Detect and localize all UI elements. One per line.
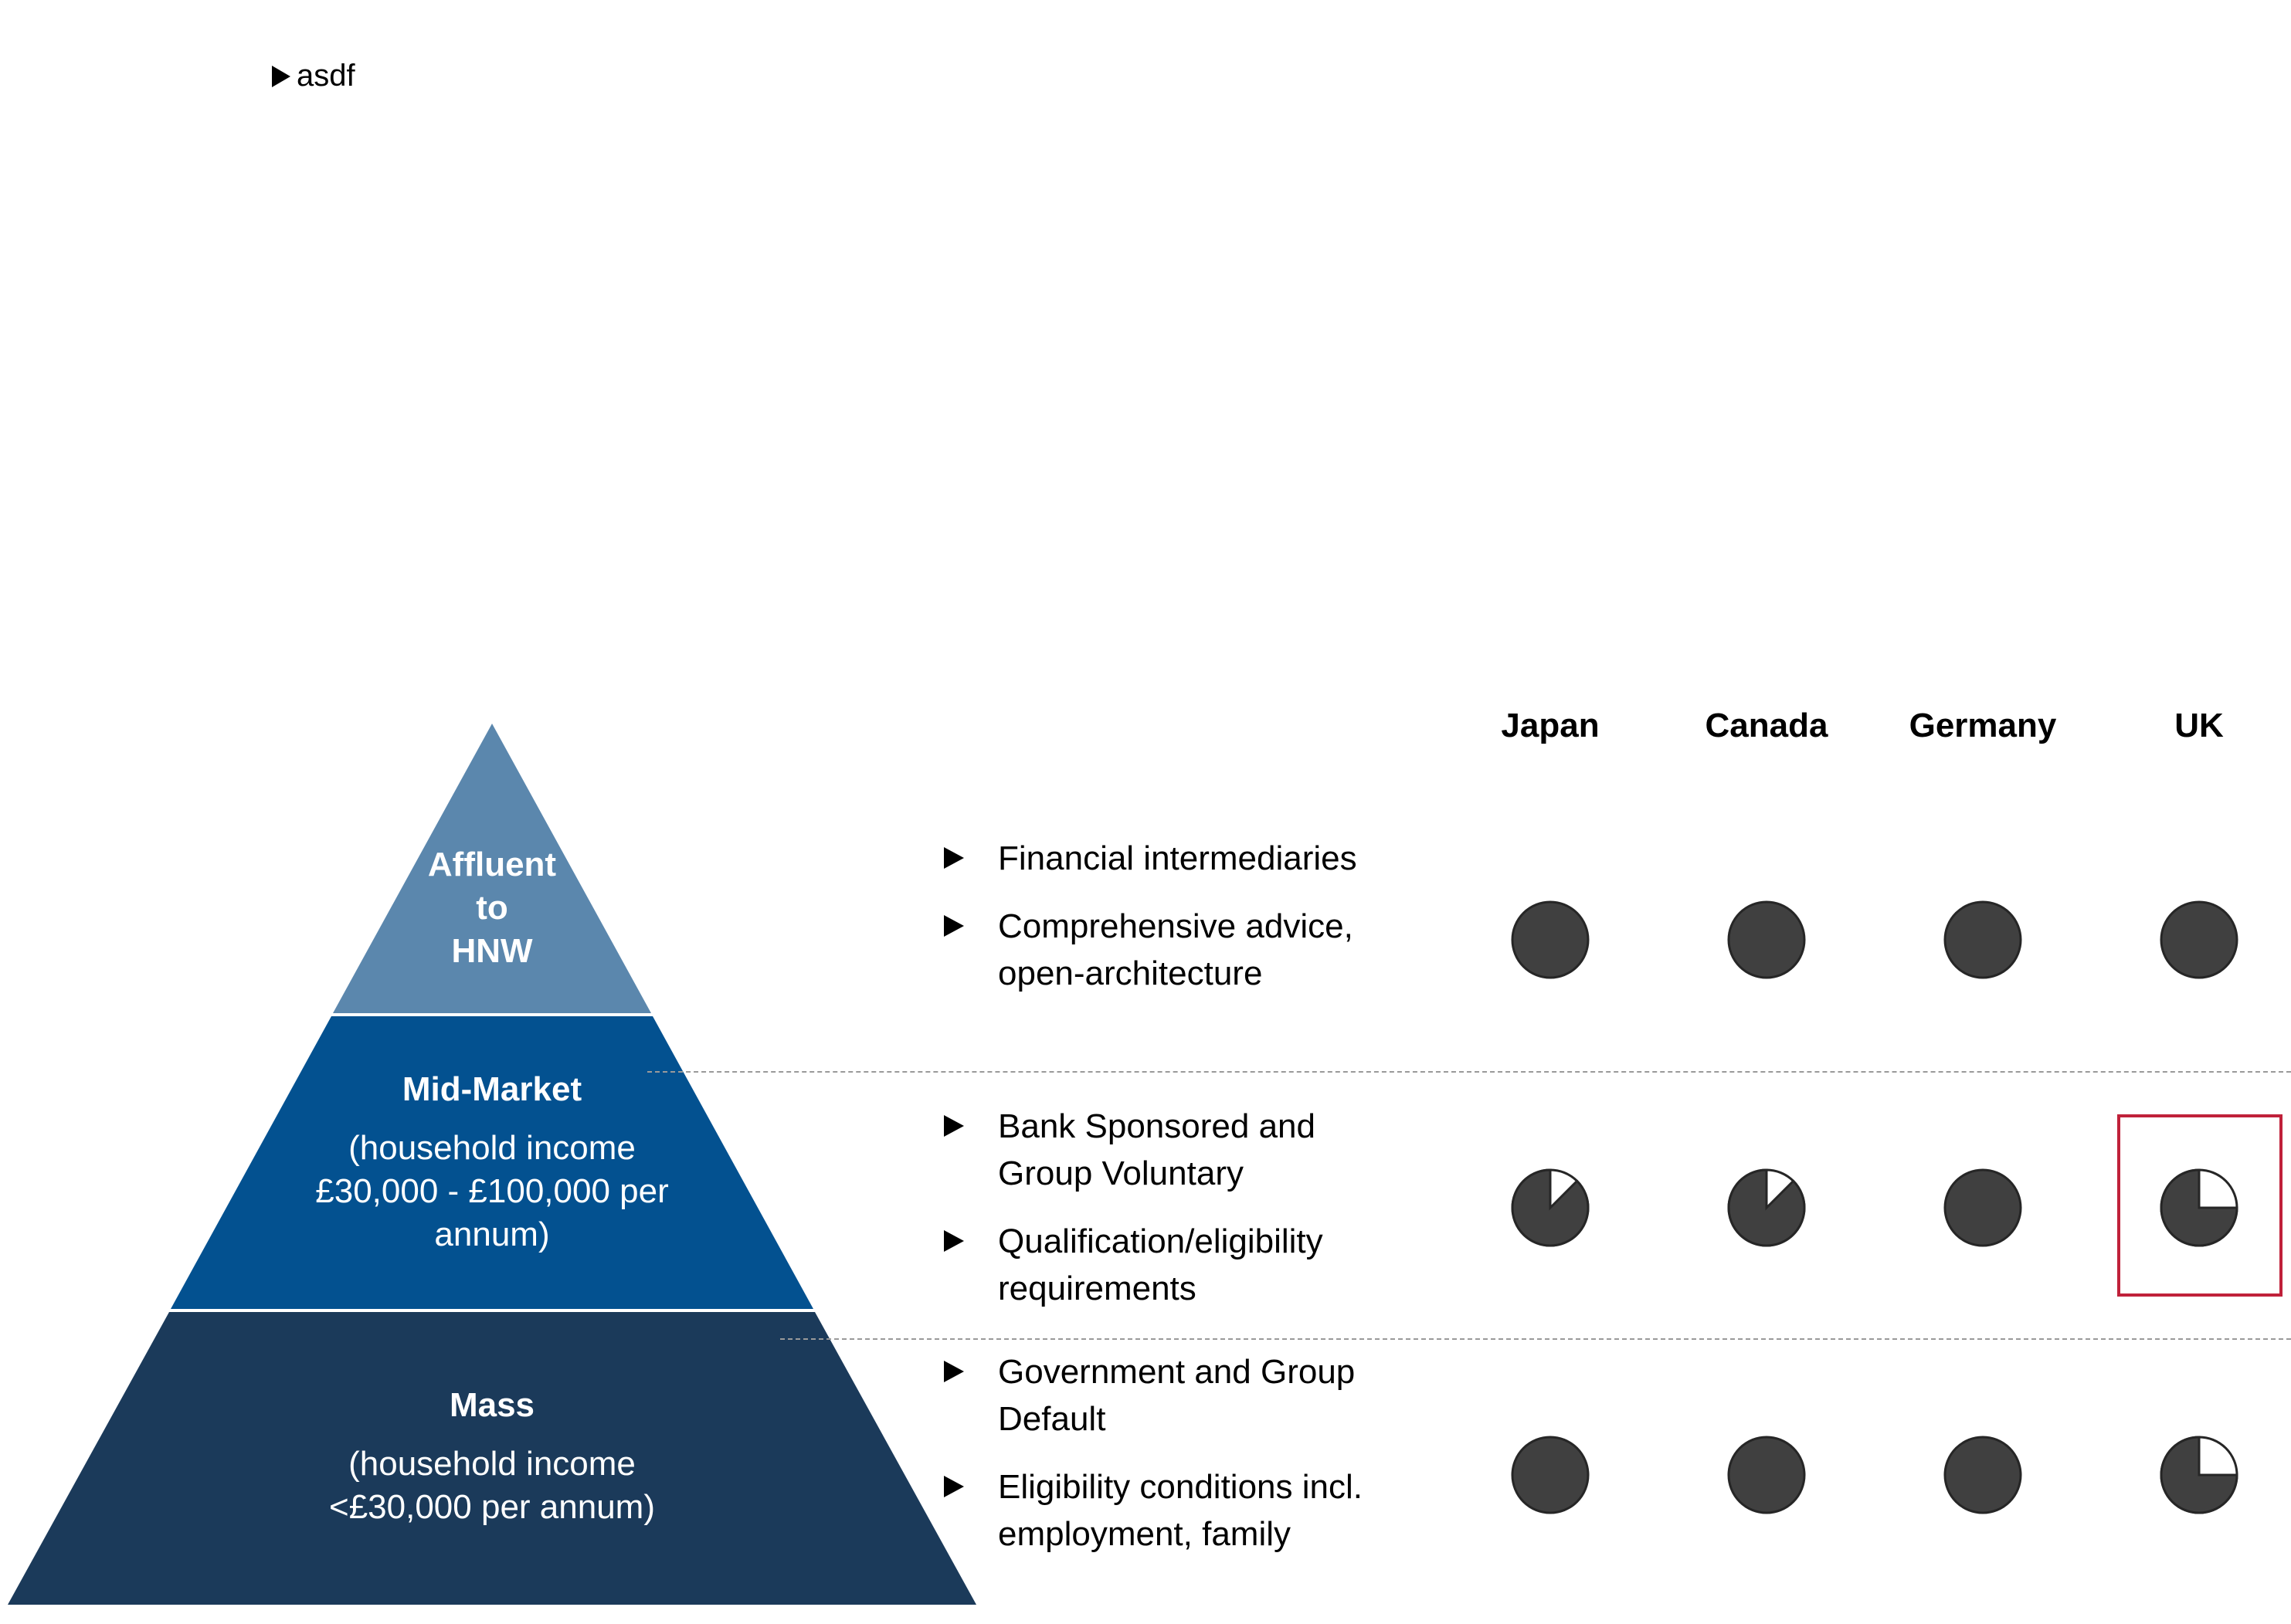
bullet-triangle-icon [944, 1115, 964, 1137]
harvey-ball-uk-segment-0 [2160, 900, 2238, 979]
bullet-triangle-icon [944, 1476, 964, 1497]
harvey-ball-fill [1511, 1168, 1590, 1247]
bullet-item: Bank Sponsored and Group Voluntary [944, 1103, 1400, 1197]
bullet-text: Government and Group Default [998, 1353, 1356, 1438]
harvey-ball-outline [1727, 900, 1806, 979]
tier-label-mid-market: Mid-Market (household income £30,000 - £… [260, 1068, 724, 1256]
harvey-ball-outline [1943, 1436, 2022, 1514]
segment-bullets-mid-market: Bank Sponsored and Group Voluntary Quali… [944, 1103, 1400, 1312]
bullet-item: Qualification/eligibility requirements [944, 1218, 1400, 1312]
harvey-ball-outline [1943, 900, 2022, 979]
bullet-triangle-icon [944, 915, 964, 937]
tier-subtitle-line: (household income [348, 1445, 636, 1483]
harvey-ball-germany-segment-2 [1943, 1436, 2022, 1514]
harvey-ball-canada-segment-0 [1727, 900, 1806, 979]
tier-title-line: to [476, 889, 508, 927]
harvey-ball-outline [1511, 900, 1590, 979]
tier-title-line: Mid-Market [402, 1070, 582, 1108]
harvey-ball-outline [1511, 1436, 1590, 1514]
country-header-canada: Canada [1705, 707, 1828, 744]
tier-subtitle-line: £30,000 - £100,000 per [315, 1172, 669, 1210]
harvey-ball-germany-segment-1 [1943, 1168, 2022, 1247]
harvey-ball-uk-segment-2 [2160, 1436, 2238, 1514]
tier-title-line: HNW [451, 932, 533, 970]
bullet-item: Eligibility conditions incl. employment,… [944, 1463, 1400, 1558]
country-header-uk: UK [2174, 707, 2224, 744]
harvey-ball-germany-segment-0 [1943, 900, 2022, 979]
bullet-text: Comprehensive advice, open-architecture [998, 907, 1353, 992]
harvey-ball-canada-segment-1 [1727, 1168, 1806, 1247]
harvey-ball-outline [2160, 900, 2238, 979]
segment-bullets-mass: Government and Group Default Eligibility… [944, 1348, 1400, 1558]
bullet-item: Government and Group Default [944, 1348, 1400, 1443]
tier-subtitle-line: <£30,000 per annum) [329, 1488, 655, 1526]
bullet-text: Bank Sponsored and Group Voluntary [998, 1107, 1315, 1192]
pyramid-tier-mass [8, 1312, 976, 1605]
bullet-text: Eligibility conditions incl. employment,… [998, 1468, 1363, 1553]
bullet-triangle-icon [944, 1361, 964, 1382]
tier-subtitle-line: (household income [348, 1129, 636, 1167]
bullet-item: Comprehensive advice, open-architecture [944, 903, 1400, 997]
harvey-ball-japan-segment-0 [1511, 900, 1590, 979]
bullet-item: Financial intermediaries [944, 835, 1400, 882]
tier-subtitle-line: annum) [434, 1215, 550, 1253]
segment-divider [780, 1338, 2291, 1340]
harvey-ball-fill [1727, 1168, 1806, 1247]
tier-label-affluent: Affluent to HNW [376, 843, 608, 973]
harvey-ball-fill [2160, 1168, 2238, 1247]
harvey-ball-japan-segment-1 [1511, 1168, 1590, 1247]
segment-bullets-affluent: Financial intermediaries Comprehensive a… [944, 835, 1400, 997]
harvey-ball-uk-segment-1 [2160, 1168, 2238, 1247]
segment-divider [647, 1071, 2291, 1073]
bullet-triangle-icon [944, 1230, 964, 1252]
bullet-triangle-icon [272, 65, 290, 87]
tier-title-line: Mass [449, 1386, 535, 1424]
bullet-text: Qualification/eligibility requirements [998, 1222, 1323, 1307]
top-note: asdf [272, 59, 355, 93]
harvey-ball-outline [1943, 1168, 2022, 1247]
tier-title-line: Affluent [427, 846, 557, 883]
highlight-box [2117, 1114, 2283, 1297]
bullet-text: Financial intermediaries [998, 839, 1357, 877]
bullet-triangle-icon [944, 847, 964, 869]
harvey-ball-japan-segment-2 [1511, 1436, 1590, 1514]
top-note-text: asdf [297, 59, 355, 93]
harvey-ball-outline [1727, 1436, 1806, 1514]
tier-label-mass: Mass (household income <£30,000 per annu… [260, 1384, 724, 1529]
pyramid-tier-affluent [333, 724, 651, 1013]
country-header-germany: Germany [1909, 707, 2057, 744]
harvey-ball-canada-segment-2 [1727, 1436, 1806, 1514]
country-header-japan: Japan [1501, 707, 1600, 744]
harvey-ball-fill [2160, 1436, 2238, 1514]
pyramid-tier-mid-market [171, 1016, 813, 1309]
